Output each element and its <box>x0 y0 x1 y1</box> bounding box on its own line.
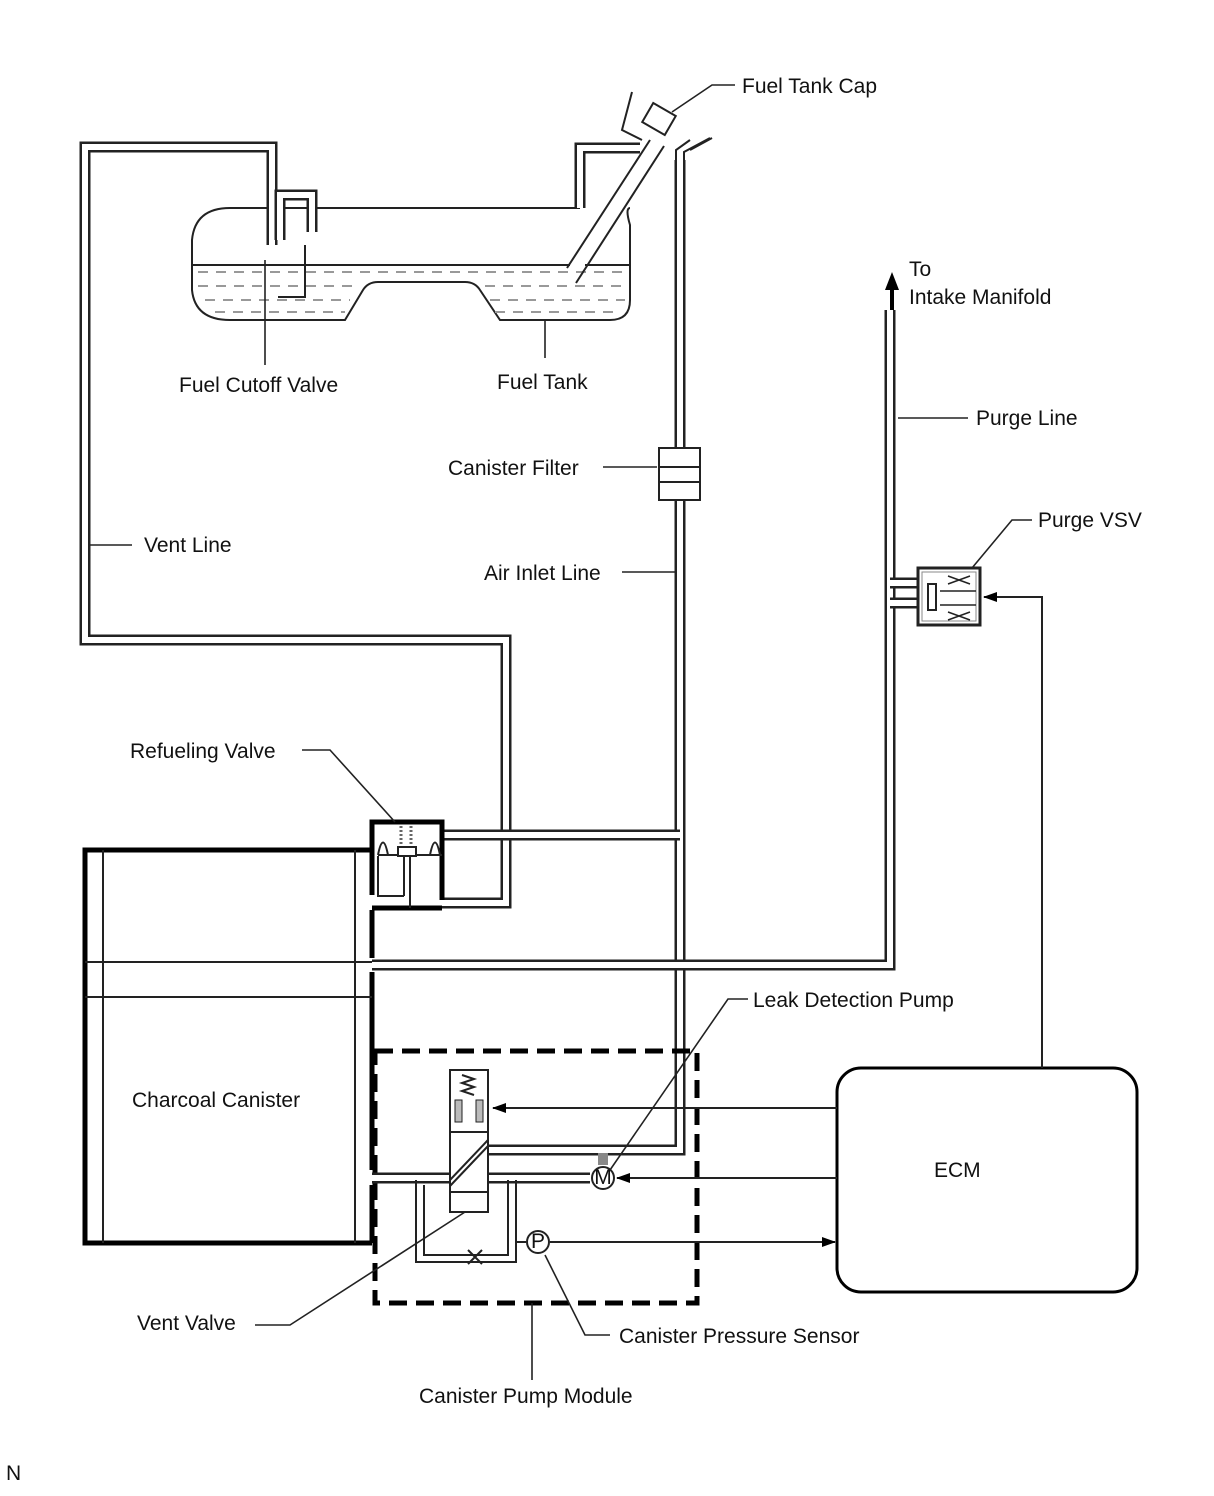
canister-filter <box>658 447 701 501</box>
purge-line-pipe <box>372 310 918 971</box>
tank-to-filler-pipe <box>574 142 640 208</box>
intake-manifold-arrow-icon <box>885 272 899 310</box>
label-to: To <box>909 258 931 281</box>
orifice-icon <box>467 1249 483 1265</box>
cutoff-valve-connector-pipe <box>274 189 318 298</box>
label-canister-pressure-sensor: Canister Pressure Sensor <box>619 1325 859 1348</box>
label-air-inlet-line: Air Inlet Line <box>484 562 601 585</box>
leader-lines <box>90 84 1032 1380</box>
motor-symbol: M <box>594 1166 612 1189</box>
ecm <box>835 1066 1139 1294</box>
pressure-symbol: P <box>531 1230 545 1253</box>
label-purge-line: Purge Line <box>976 407 1078 430</box>
corner-mark: N <box>6 1462 21 1485</box>
label-leak-detection-pump: Leak Detection Pump <box>753 989 954 1012</box>
label-purge-vsv: Purge VSV <box>1038 509 1142 532</box>
label-canister-filter: Canister Filter <box>448 457 579 480</box>
charcoal-canister <box>82 847 442 1246</box>
label-charcoal-canister: Charcoal Canister <box>132 1089 300 1112</box>
label-fuel-cutoff-valve: Fuel Cutoff Valve <box>179 374 338 397</box>
purge-vsv <box>916 566 982 627</box>
label-intake-manifold: Intake Manifold <box>909 286 1051 309</box>
refueling-valve <box>369 819 445 908</box>
label-refueling-valve: Refueling Valve <box>130 740 276 763</box>
label-vent-valve: Vent Valve <box>137 1312 236 1335</box>
vent-valve <box>449 1069 489 1213</box>
label-vent-line: Vent Line <box>144 534 232 557</box>
canister-pressure-sensor-icon: P <box>526 1230 550 1254</box>
fuel-tank-cap <box>640 101 678 137</box>
fuel-tank <box>191 207 631 321</box>
label-ecm: ECM <box>934 1159 981 1182</box>
canister-connection-pipes <box>372 1172 590 1263</box>
label-fuel-tank-cap: Fuel Tank Cap <box>742 75 877 98</box>
filler-neck <box>566 91 713 284</box>
signal-lines <box>492 592 1043 1247</box>
vent-line-pipe <box>79 141 512 909</box>
label-fuel-tank: Fuel Tank <box>497 371 588 394</box>
ecm-to-purge-vsv-signal <box>983 592 1043 1068</box>
label-canister-pump-module: Canister Pump Module <box>419 1385 633 1408</box>
leak-detection-pump-motor-icon: M <box>591 1153 615 1190</box>
